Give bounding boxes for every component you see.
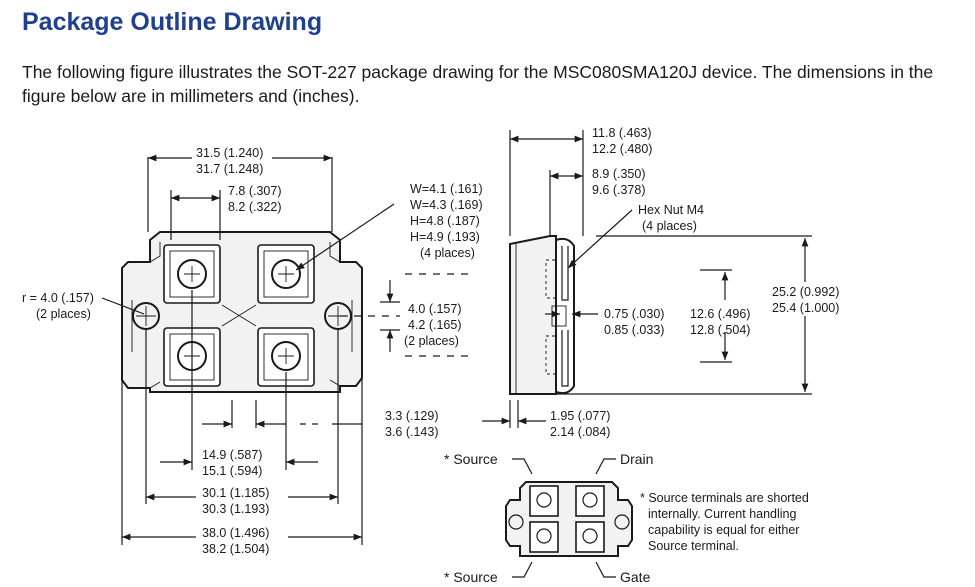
dim-span3-a: 38.0 (1.496) — [202, 526, 269, 540]
dim-terminal-w1: W=4.1 (.161) — [410, 182, 483, 196]
dim-pitch-a: 7.8 (.307) — [228, 184, 282, 198]
dim-span2-b: 30.3 (1.193) — [202, 502, 269, 516]
side-view: 11.8 (.463) 12.2 (.480) 8.9 (.350) 9.6 (… — [482, 126, 839, 439]
dim-terminal-h1: H=4.8 (.187) — [410, 214, 480, 228]
note-line-3: capability is equal for either — [648, 523, 799, 537]
dim-terminal-w2: W=4.3 (.169) — [410, 198, 483, 212]
dim-height-b: 12.2 (.480) — [592, 142, 652, 156]
dim-inner-a: 12.6 (.496) — [690, 307, 750, 321]
dim-span2-a: 30.1 (1.185) — [202, 486, 269, 500]
label-source-top: * Source — [444, 451, 498, 467]
pin-source-top — [529, 485, 559, 517]
pin-drain — [575, 485, 605, 517]
note-line-1: * Source terminals are shorted — [640, 491, 809, 505]
dim-radius-a: r = 4.0 (.157) — [22, 291, 94, 305]
dim-edge-b: 3.6 (.143) — [385, 425, 439, 439]
dim-nut-depth-a: 8.9 (.350) — [592, 167, 646, 181]
pinout-view: * Source Drain * Source Gate * Source te… — [444, 451, 809, 585]
dim-overall-width-a: 31.5 (1.240) — [196, 146, 263, 160]
dim-thickness-a: 0.75 (.030) — [604, 307, 664, 321]
dim-edge-a: 3.3 (.129) — [385, 409, 439, 423]
label-source-bottom: * Source — [444, 569, 498, 585]
top-view: 31.5 (1.240) 31.7 (1.248) 7.8 (.307) 8.2… — [22, 146, 483, 556]
dim-span1-a: 14.9 (.587) — [202, 448, 262, 462]
dim-terminal-places: (4 places) — [420, 246, 475, 260]
dim-inner-b: 12.8 (.504) — [690, 323, 750, 337]
hex-nut-places: (4 places) — [642, 219, 697, 233]
pin-source-bottom — [529, 521, 559, 553]
note-line-4: Source terminal. — [648, 539, 739, 553]
dim-hole-a: 4.0 (.157) — [408, 302, 462, 316]
dim-terminal-h2: H=4.9 (.193) — [410, 230, 480, 244]
dim-pitch-b: 8.2 (.322) — [228, 200, 282, 214]
dim-outer-a: 25.2 (0.992) — [772, 285, 839, 299]
dim-thickness-b: 0.85 (.033) — [604, 323, 664, 337]
note-line-2: internally. Current handling — [648, 507, 797, 521]
page-heading: Package Outline Drawing — [22, 8, 323, 36]
dim-outer-b: 25.4 (1.000) — [772, 301, 839, 315]
dim-base-b: 2.14 (.084) — [550, 425, 610, 439]
dim-base-a: 1.95 (.077) — [550, 409, 610, 423]
label-drain: Drain — [620, 451, 653, 467]
dim-hole-b: 4.2 (.165) — [408, 318, 462, 332]
dim-hole-places: (2 places) — [404, 334, 459, 348]
dim-span1-b: 15.1 (.594) — [202, 464, 262, 478]
label-gate: Gate — [620, 569, 651, 585]
dim-height-a: 11.8 (.463) — [592, 126, 652, 140]
pin-gate — [575, 521, 605, 553]
dim-radius-b: (2 places) — [36, 307, 91, 321]
dim-nut-depth-b: 9.6 (.378) — [592, 183, 646, 197]
dim-span3-b: 38.2 (1.504) — [202, 542, 269, 556]
hex-nut-label: Hex Nut M4 — [638, 203, 704, 217]
intro-paragraph: The following figure illustrates the SOT… — [22, 62, 934, 106]
dim-overall-width-b: 31.7 (1.248) — [196, 162, 263, 176]
